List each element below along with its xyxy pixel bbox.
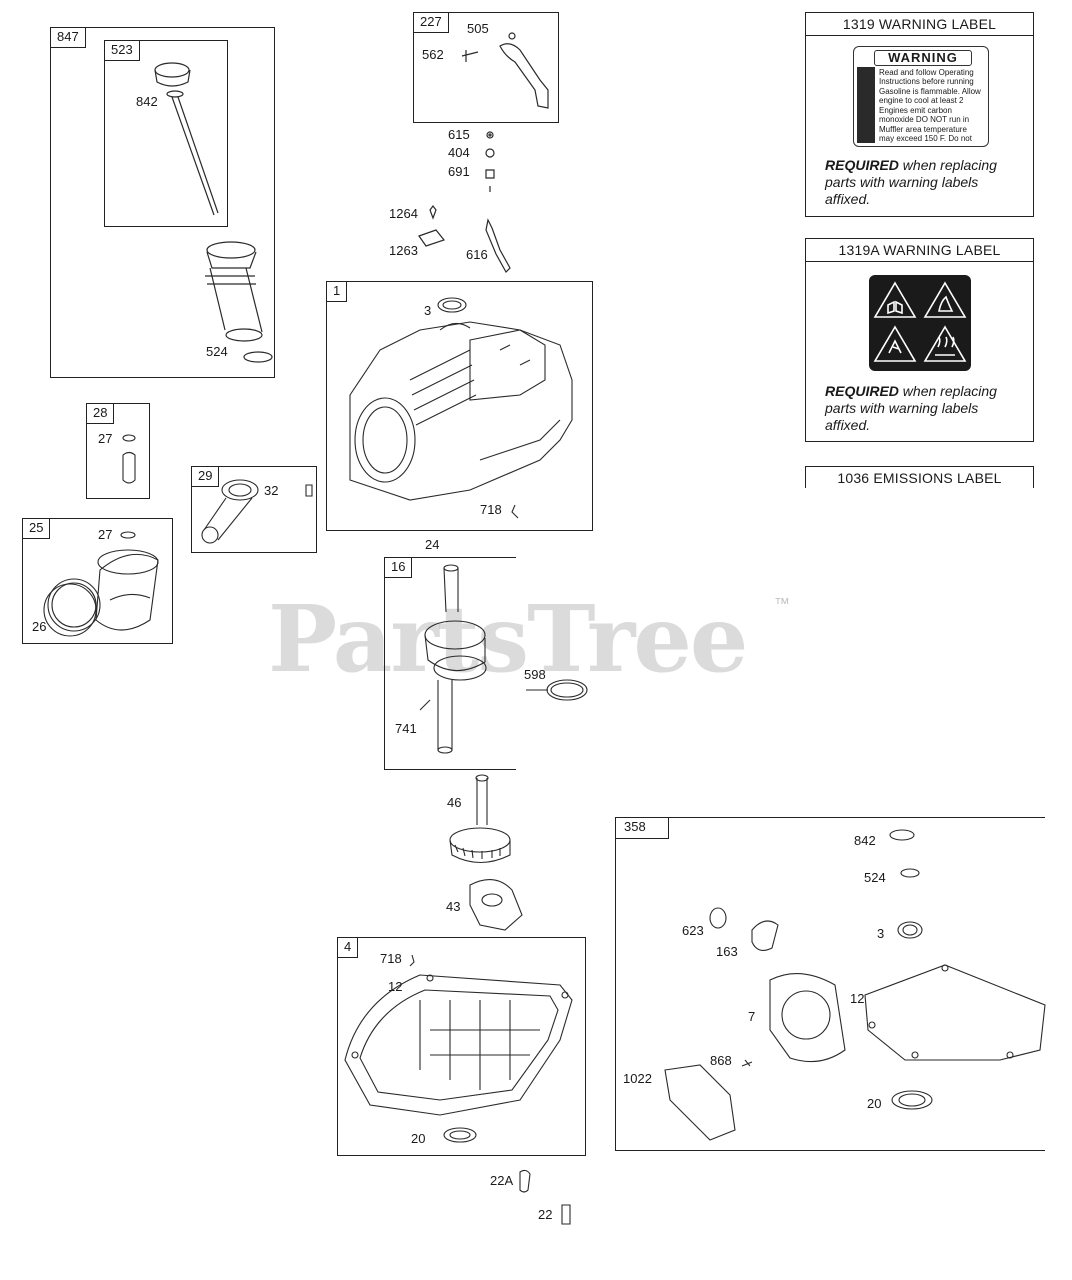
part-22-label[interactable]: 22 bbox=[538, 1207, 553, 1222]
part-718-sump-label[interactable]: 718 bbox=[380, 951, 402, 966]
warning-label-1319A-note: REQUIRED when replacing parts with warni… bbox=[825, 383, 1025, 434]
part-7-label[interactable]: 7 bbox=[748, 1009, 756, 1024]
box-847-tag: 847 bbox=[51, 28, 86, 48]
box-25-tag: 25 bbox=[23, 519, 51, 539]
part-1022-label[interactable]: 1022 bbox=[623, 1071, 652, 1086]
warning-label-1319A-panel[interactable]: 1319A WARNING LABEL REQUIRED when replac… bbox=[805, 238, 1034, 442]
required-word: REQUIRED bbox=[825, 157, 899, 173]
fumes-hazard-icon bbox=[873, 325, 917, 362]
box-1-tag: 1 bbox=[327, 282, 348, 302]
hazard-pictograms bbox=[873, 281, 967, 362]
part-1263-label[interactable]: 1263 bbox=[389, 243, 418, 258]
part-524-label[interactable]: 524 bbox=[206, 344, 228, 359]
part-741-label[interactable]: 741 bbox=[395, 721, 417, 736]
box-847[interactable]: 847 bbox=[50, 27, 275, 378]
warning-sticker: WARNING Read and follow Operating Instru… bbox=[853, 46, 989, 147]
warning-row-4: Muffler area temperature may exceed 150 … bbox=[879, 125, 972, 143]
part-615-label[interactable]: 615 bbox=[448, 127, 470, 142]
trademark-symbol: ™ bbox=[774, 596, 790, 613]
part-505-label[interactable]: 505 bbox=[467, 21, 489, 36]
warning-label-1319A-title: 1319A WARNING LABEL bbox=[806, 239, 1033, 262]
box-4[interactable]: 4 bbox=[337, 937, 586, 1156]
warning-label-1319-note: REQUIRED when replacing parts with warni… bbox=[825, 157, 1025, 208]
part-46-label[interactable]: 46 bbox=[447, 795, 462, 810]
warning-sign-word: WARNING bbox=[874, 50, 972, 66]
part-27-label[interactable]: 27 bbox=[98, 431, 113, 446]
part-12-gasket-label[interactable]: 12 bbox=[850, 991, 865, 1006]
box-28-tag: 28 bbox=[87, 404, 115, 424]
part-1264-label[interactable]: 1264 bbox=[389, 206, 418, 221]
box-227-tag: 227 bbox=[414, 13, 449, 33]
box-1[interactable]: 1 bbox=[326, 281, 593, 531]
part-32-label[interactable]: 32 bbox=[264, 483, 279, 498]
manual-hazard-icon bbox=[873, 281, 917, 318]
box-358-tag: 358 bbox=[616, 818, 669, 839]
emissions-label-1036-panel[interactable]: 1036 EMISSIONS LABEL bbox=[805, 466, 1034, 488]
warning-label-1319-title: 1319 WARNING LABEL bbox=[806, 13, 1033, 36]
part-24-label[interactable]: 24 bbox=[425, 537, 440, 552]
warning-sign-text: WARNING bbox=[888, 50, 958, 65]
box-28[interactable]: 28 bbox=[86, 403, 150, 499]
part-12-label[interactable]: 12 bbox=[388, 979, 403, 994]
part-26-label[interactable]: 26 bbox=[32, 619, 47, 634]
part-20-gasket-label[interactable]: 20 bbox=[867, 1096, 882, 1111]
warning-label-1319-panel[interactable]: 1319 WARNING LABEL WARNING Read and foll… bbox=[805, 12, 1034, 217]
box-25[interactable]: 25 bbox=[22, 518, 173, 644]
part-163-label[interactable]: 163 bbox=[716, 944, 738, 959]
part-43-label[interactable]: 43 bbox=[446, 899, 461, 914]
required-text: when replacing parts with warning labels… bbox=[825, 157, 997, 207]
part-3-label[interactable]: 3 bbox=[424, 303, 432, 318]
part-562-label[interactable]: 562 bbox=[422, 47, 444, 62]
box-227[interactable]: 227 bbox=[413, 12, 559, 123]
box-523[interactable]: 523 bbox=[104, 40, 228, 227]
part-20-label[interactable]: 20 bbox=[411, 1131, 426, 1146]
part-842-gasket-label[interactable]: 842 bbox=[854, 833, 876, 848]
part-598-label[interactable]: 598 bbox=[524, 667, 546, 682]
emissions-label-1036-title: 1036 EMISSIONS LABEL bbox=[837, 470, 1002, 486]
part-616-label[interactable]: 616 bbox=[466, 247, 488, 262]
box-16-tag: 16 bbox=[385, 558, 413, 578]
warning-row-icons bbox=[857, 67, 875, 143]
watermark-text: PartsTree bbox=[268, 585, 748, 693]
box-358[interactable]: 358 bbox=[615, 817, 1045, 1151]
box-16[interactable]: 16 bbox=[384, 557, 516, 770]
box-523-tag: 523 bbox=[105, 41, 140, 61]
fire-hazard-icon bbox=[923, 281, 967, 318]
hot-surface-icon bbox=[923, 325, 967, 362]
part-868-label[interactable]: 868 bbox=[710, 1053, 732, 1068]
box-29[interactable]: 29 bbox=[191, 466, 317, 553]
part-22A-label[interactable]: 22A bbox=[490, 1173, 514, 1188]
warning-row-1: Read and follow Operating Instructions b… bbox=[879, 68, 974, 86]
part-524-gasket-label[interactable]: 524 bbox=[864, 870, 886, 885]
part-27-piston-label[interactable]: 27 bbox=[98, 527, 113, 542]
part-691-label[interactable]: 691 bbox=[448, 164, 470, 179]
part-3-gasket-label[interactable]: 3 bbox=[877, 926, 885, 941]
part-404-label[interactable]: 404 bbox=[448, 145, 470, 160]
box-4-tag: 4 bbox=[338, 938, 359, 958]
part-623-label[interactable]: 623 bbox=[682, 923, 704, 938]
required-text-2: when replacing parts with warning labels… bbox=[825, 383, 997, 433]
required-word-2: REQUIRED bbox=[825, 383, 899, 399]
box-29-tag: 29 bbox=[192, 467, 220, 487]
part-718-label[interactable]: 718 bbox=[480, 502, 502, 517]
part-842-label[interactable]: 842 bbox=[136, 94, 158, 109]
warning-row-2: Gasoline is flammable. Allow engine to c… bbox=[879, 87, 981, 105]
warning-pictogram-sticker bbox=[869, 275, 971, 371]
warning-row-3: Engines emit carbon monoxide DO NOT run … bbox=[879, 106, 970, 124]
